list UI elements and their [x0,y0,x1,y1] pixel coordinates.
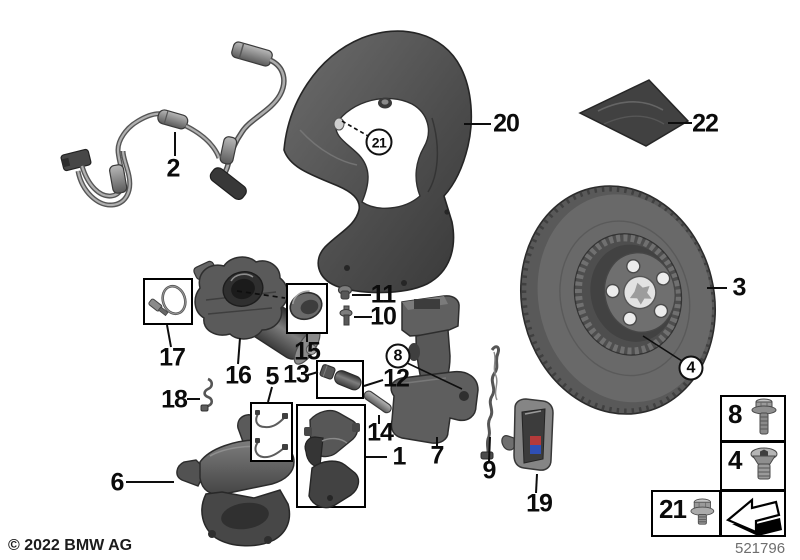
wheel-bolt-holes [605,259,671,326]
callout-16: 16 [225,361,252,390]
callout-11: 11 [370,280,396,309]
callout-5: 5 [265,362,280,391]
actuator-motor [193,256,321,365]
leader-lines [126,120,727,494]
legend-hex-bolt-cell: 21 [651,490,721,537]
direction-of-travel-arrow-icon [725,497,782,535]
bleeder-valve [339,305,353,326]
callout-17: 17 [159,343,186,372]
callout-21-circled: 21 [365,128,393,156]
guide-pin [363,390,392,414]
o-ring-kit-box [143,278,193,325]
callout-1: 1 [392,442,407,471]
legend-flange-bolt-cell: 8 [720,395,786,442]
hub-spline [629,282,652,305]
legend-countersunk-screw-number: 4 [728,445,742,475]
countersunk-screw-icon [750,447,778,480]
legend-direction-arrow-cell [720,490,786,537]
spring-clip [200,377,214,412]
callout-3: 3 [732,273,747,302]
callout-15: 15 [294,337,321,366]
legend-countersunk-screw-cell: 4 [720,441,786,491]
legend-flange-bolt-number: 8 [728,399,742,429]
callout-6: 6 [110,468,125,497]
callout-2: 2 [166,154,181,183]
sensor-clip-kit-box [250,402,293,462]
bushing-kit-box [316,360,364,399]
hex-bolt-washer-icon [690,498,715,525]
callout-14: 14 [367,418,394,447]
callout-18: 18 [161,385,188,414]
legend-hex-bolt-number: 21 [659,494,687,524]
bleeder-cap [337,284,353,300]
brake-caliper [176,412,295,547]
callout-22: 22 [692,109,719,138]
callout-7: 7 [430,441,445,470]
brake-disc [519,185,717,415]
dust-shield [283,30,473,294]
wear-sensor-cables [60,41,287,208]
callout-12: 12 [383,364,410,393]
caliper-carrier [390,295,479,444]
drawing-number: 521796 [735,540,786,557]
callout-13: 13 [283,360,310,389]
m-stripe-blue [530,445,541,454]
sealing-patch [578,79,690,147]
callout-8-circled: 8 [385,343,411,369]
piston-boot-box [286,283,328,334]
copyright-text: © 2022 BMW AG [8,537,133,554]
callout-20: 20 [493,109,520,138]
callout-19: 19 [526,489,553,518]
flange-bolt-icon [751,398,777,435]
m-stripe-red [530,436,541,445]
callout-9: 9 [482,456,497,485]
callout-10: 10 [370,302,397,331]
brake-pads-box [296,404,366,509]
caliper-cover-badge [501,398,554,471]
callout-4-circled: 4 [678,355,704,381]
